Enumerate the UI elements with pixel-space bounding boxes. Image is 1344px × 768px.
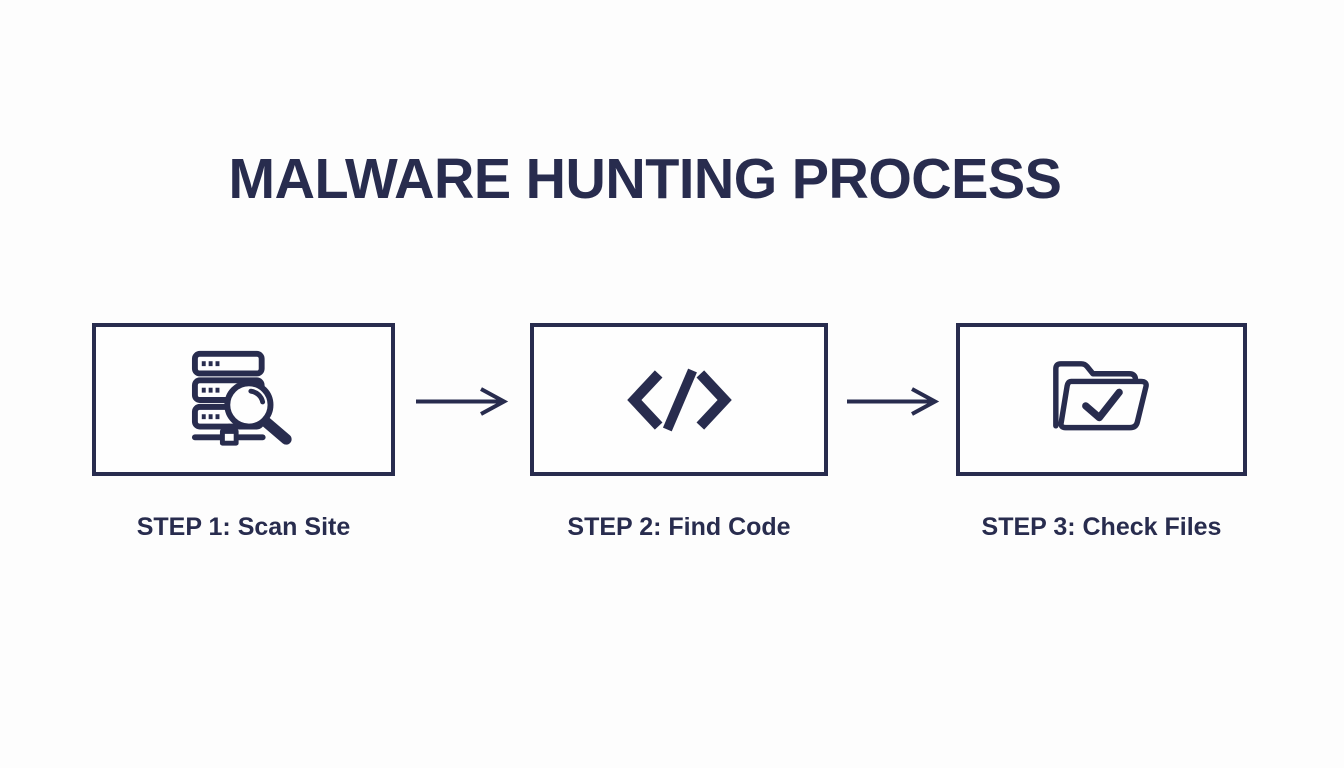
step-1-box xyxy=(92,323,395,476)
folder-check-icon xyxy=(1043,357,1161,443)
step-3-label: STEP 3: Check Files xyxy=(981,513,1222,541)
step-3-box xyxy=(956,323,1247,476)
step-2-box xyxy=(530,323,828,476)
right-arrow-icon xyxy=(845,386,941,417)
server-search-icon xyxy=(190,350,298,450)
step-2-label: STEP 2: Find Code xyxy=(567,513,791,541)
step-1-label: STEP 1: Scan Site xyxy=(136,513,351,541)
diagram-title: MALWARE HUNTING PROCESS xyxy=(228,147,1062,211)
code-icon xyxy=(626,367,732,433)
right-arrow-icon xyxy=(414,386,510,417)
